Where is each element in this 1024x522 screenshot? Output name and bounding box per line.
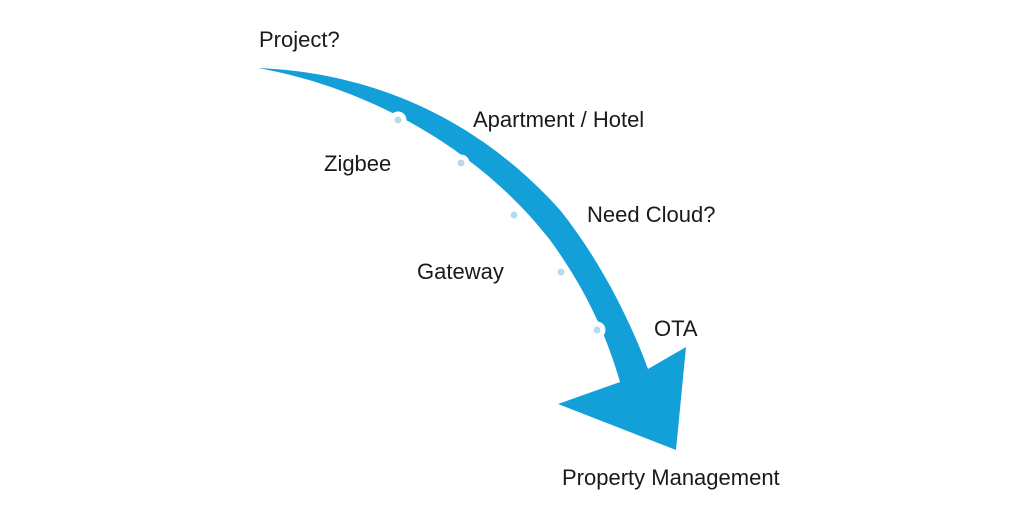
- step-label-cloud: Need Cloud?: [587, 202, 716, 227]
- arrow-dot: [389, 111, 407, 129]
- arrow-dot: [505, 206, 523, 224]
- start-label: Project?: [259, 27, 340, 52]
- step-label-zigbee: Zigbee: [324, 151, 392, 176]
- step-label-ota: OTA: [654, 316, 698, 341]
- arrow-dot: [452, 154, 470, 172]
- end-label: Property Management: [562, 465, 780, 490]
- step-label-gateway: Gateway: [417, 259, 504, 284]
- arrow-dot: [588, 321, 606, 339]
- curved-arrow: [258, 68, 686, 450]
- step-label-apartment: Apartment / Hotel: [473, 107, 645, 132]
- arrow-dot: [552, 263, 570, 281]
